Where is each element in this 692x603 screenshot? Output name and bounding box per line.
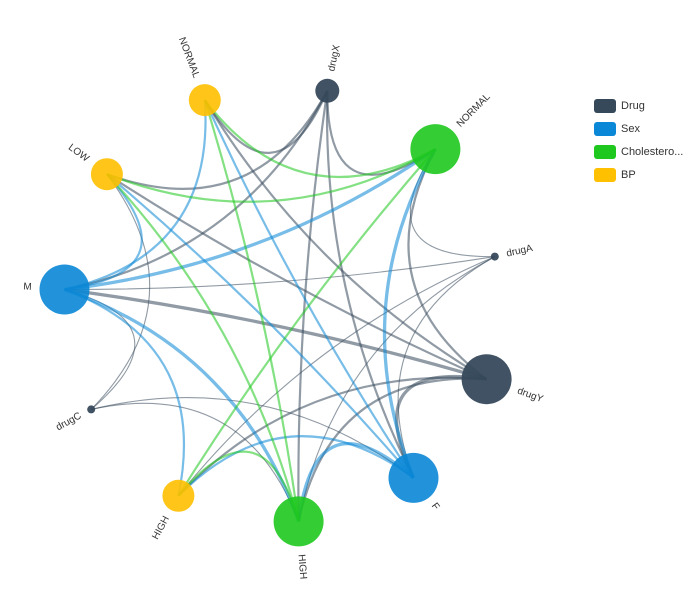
link-chol_high-bp_normal — [203, 99, 300, 522]
node-chol_high[interactable] — [273, 496, 324, 547]
link-chol_high-bp_high — [177, 450, 300, 522]
legend-label-cholesterol: Cholestero... — [621, 145, 684, 158]
legend-swatch-drug — [594, 98, 616, 113]
links-layer — [63, 90, 496, 522]
link-sex_f-bp_normal — [203, 99, 415, 479]
node-drugY[interactable] — [461, 354, 512, 405]
link-sex_f-bp_high — [177, 435, 415, 497]
link-sex_m-bp_normal — [64, 100, 207, 291]
link-drugY-chol_normal — [407, 148, 488, 381]
link-drugY-bp_normal — [203, 99, 488, 381]
link-chol_normal-bp_low — [106, 148, 436, 203]
node-label-drugY: drugY — [516, 386, 545, 406]
node-chol_normal[interactable] — [410, 124, 461, 175]
node-drugX[interactable] — [315, 78, 340, 103]
link-drugC-chol_high — [91, 402, 300, 522]
link-drugA-sex_f — [397, 256, 496, 479]
link-drugY-chol_high — [297, 377, 487, 522]
link-chol_high-bp_low — [106, 173, 300, 522]
link-chol_normal-bp_high — [177, 148, 437, 497]
link-drugY-bp_low — [106, 173, 488, 381]
link-sex_m-bp_high — [64, 288, 186, 497]
node-sex_m[interactable] — [39, 264, 90, 315]
legend-item-sex[interactable]: Sex — [594, 117, 690, 140]
node-label-drugA: drugA — [505, 243, 534, 260]
legend-swatch-cholesterol — [594, 144, 616, 159]
link-sex_m-bp_low — [64, 173, 143, 291]
link-sex_f-bp_low — [106, 173, 415, 479]
link-drugX-bp_normal — [203, 90, 329, 154]
node-label-bp_high: HIGH — [150, 514, 172, 541]
link-drugC-bp_low — [90, 173, 151, 410]
node-bp_high[interactable] — [162, 479, 195, 512]
node-label-bp_low: LOW — [66, 142, 91, 165]
legend-swatch-bp — [594, 167, 616, 182]
node-bp_low[interactable] — [90, 158, 123, 191]
link-drugY-sex_m — [64, 287, 488, 381]
link-drugA-sex_m — [64, 256, 495, 291]
node-label-sex_f: F — [429, 501, 441, 513]
link-drugX-bp_low — [106, 90, 329, 190]
node-bp_normal[interactable] — [188, 84, 221, 117]
link-drugA-bp_high — [177, 256, 496, 497]
node-label-chol_normal: NORMAL — [455, 91, 493, 129]
legend-label-bp: BP — [621, 168, 636, 181]
legend-item-cholesterol[interactable]: Cholestero... — [594, 140, 690, 163]
link-sex_f-chol_high — [296, 441, 415, 522]
link-drugX-sex_f — [325, 90, 415, 479]
node-sex_f[interactable] — [388, 452, 439, 503]
legend-item-drug[interactable]: Drug — [594, 94, 690, 117]
link-chol_normal-bp_normal — [203, 99, 436, 178]
node-label-drugC: drugC — [54, 411, 83, 434]
link-sex_m-chol_normal — [64, 147, 437, 292]
node-label-drugX: drugX — [326, 44, 342, 73]
legend: Drug Sex Cholestero... BP — [594, 94, 690, 186]
node-drugA[interactable] — [490, 252, 499, 261]
link-drugX-sex_m — [64, 90, 329, 291]
nodes-layer — [39, 78, 512, 547]
legend-item-bp[interactable]: BP — [594, 163, 690, 186]
legend-label-sex: Sex — [621, 122, 640, 135]
link-sex_f-chol_normal — [382, 148, 437, 479]
node-label-bp_normal: NORMAL — [176, 36, 202, 80]
node-label-sex_m: M — [23, 281, 32, 293]
legend-label-drug: Drug — [621, 99, 645, 112]
node-label-chol_high: HIGH — [295, 554, 308, 580]
labels-layer: drugX NORMAL drugA drugY F HIGH HIGH drugC M LOW N… — [23, 36, 545, 580]
link-drugC-sex_f — [91, 397, 414, 479]
node-drugC[interactable] — [87, 405, 96, 414]
legend-swatch-sex — [594, 121, 616, 136]
link-drugX-chol_high — [297, 90, 329, 522]
